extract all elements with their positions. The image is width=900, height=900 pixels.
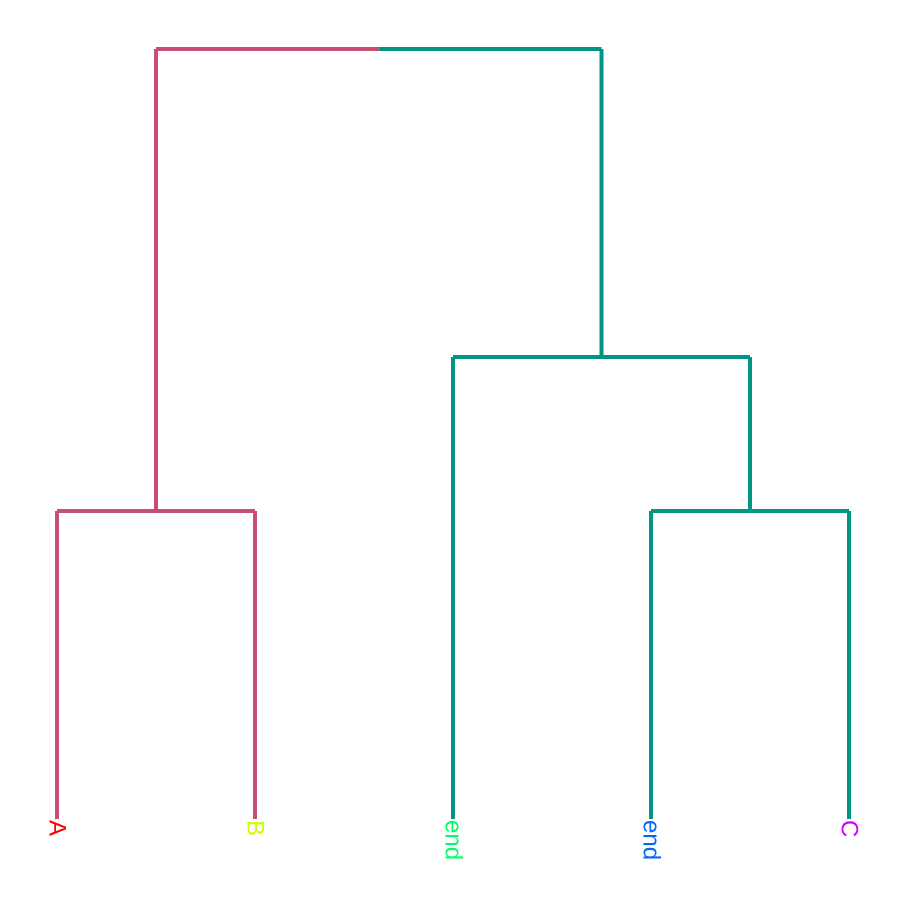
leaf-label: A — [44, 820, 71, 836]
leaf-label: B — [242, 820, 269, 836]
leaf-label: end — [440, 820, 467, 860]
leaf-label: end — [638, 820, 665, 860]
leaf-label: C — [836, 820, 863, 837]
dendrogram-branches — [55, 47, 851, 819]
